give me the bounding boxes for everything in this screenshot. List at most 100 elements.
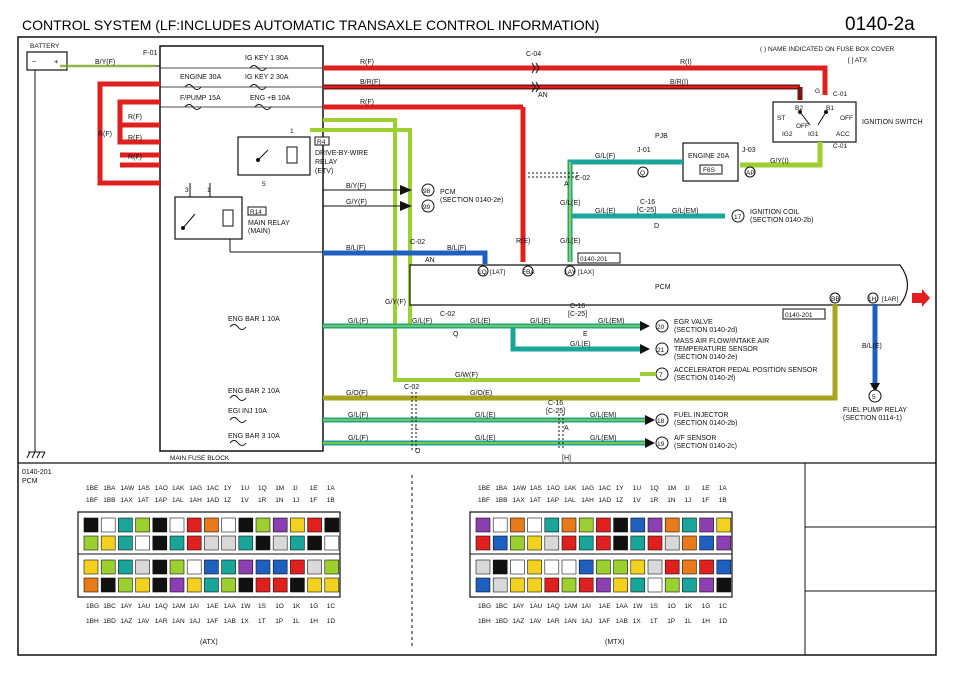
- svg-text:G/L(E): G/L(E): [475, 412, 496, 419]
- mtx-pin-label: 1AQ: [547, 603, 560, 610]
- svg-text:1: 1: [290, 128, 294, 135]
- atx-pin-label: 1AY: [120, 603, 132, 610]
- wire-goe: [323, 304, 838, 401]
- mtx-pin-cell: [613, 577, 628, 593]
- mtx-pin-cell: [527, 517, 542, 533]
- svg-text:[1AX]: [1AX]: [578, 269, 594, 276]
- atx-pin-cell: [307, 559, 322, 575]
- svg-text:(SECTION 0140-2e): (SECTION 0140-2e): [440, 197, 503, 204]
- svg-text:G/L(F): G/L(F): [412, 318, 432, 325]
- pin-20: [655, 319, 669, 333]
- atx-pin-cell: [204, 577, 219, 593]
- fuse-block-label: MAIN FUSE BLOCK: [170, 455, 230, 462]
- mtx-pin-label: 1E: [702, 485, 711, 492]
- svg-text:G/O(F): G/O(F): [346, 390, 368, 397]
- mtx-pin-cell: [578, 535, 594, 551]
- svg-text:TEMPERATURE SENSOR: TEMPERATURE SENSOR: [674, 346, 758, 353]
- svg-text:ENGINE 20A: ENGINE 20A: [688, 153, 730, 160]
- svg-text:G/L(E): G/L(E): [530, 318, 551, 325]
- wire-label-rf1: R(F): [360, 59, 374, 66]
- mtx-pin-label: 1U: [633, 485, 642, 492]
- mtx-pin-label: 1Z: [616, 497, 624, 504]
- svg-text:F6S: F6S: [703, 167, 716, 174]
- mtx-label: (MTX): [605, 639, 624, 646]
- atx-pin-cell: [238, 559, 254, 575]
- atx-pin-label: 1BF: [86, 497, 98, 504]
- mtx-pin-cell: [699, 517, 714, 533]
- mtx-pin-cell: [613, 559, 628, 575]
- mtx-pin-label: 1C: [719, 603, 728, 610]
- svg-text:B/L(F): B/L(F): [346, 245, 365, 252]
- mtx-pin-cell: [647, 559, 663, 575]
- svg-text:ENGINE 30A: ENGINE 30A: [180, 74, 222, 81]
- mtx-pin-cell: [613, 535, 628, 551]
- wire-label-re: R(E): [516, 238, 530, 245]
- svg-text:G/L(E): G/L(E): [470, 318, 491, 325]
- atx-label: (ATX): [200, 639, 218, 646]
- mtx-pin-cell: [492, 535, 508, 551]
- atx-pin-label: 1AN: [172, 618, 185, 625]
- mtx-pin-cell: [544, 559, 560, 575]
- green-wire-dbw: [310, 118, 640, 382]
- mtx-pin-label: 1AW: [512, 485, 527, 492]
- svg-text:G/L(F): G/L(F): [348, 412, 368, 419]
- mtx-pin-cell: [596, 517, 611, 533]
- svg-text:3: 3: [185, 187, 189, 194]
- atx-pin-cell: [135, 559, 150, 575]
- svg-text:L: L: [415, 425, 419, 432]
- svg-text:ACCELERATOR PEDAL POSITION SEN: ACCELERATOR PEDAL POSITION SENSOR: [674, 367, 817, 374]
- atx-pin-label: 1AT: [138, 497, 149, 504]
- mtx-pin-label: 1P: [667, 618, 675, 625]
- atx-pin-label: 1M: [275, 485, 284, 492]
- mtx-pin-cell: [527, 535, 542, 551]
- mtx-pin-label: 1B: [719, 497, 727, 504]
- atx-pin-label: 1AG: [189, 485, 202, 492]
- atx-pin-cell: [83, 559, 99, 575]
- svg-text:7: 7: [659, 372, 663, 379]
- pin-ap: [744, 166, 756, 178]
- wire-label-rf2: R(F): [360, 99, 374, 106]
- atx-pin-cell: [324, 577, 340, 593]
- atx-pin-label: 1I: [292, 485, 298, 492]
- atx-pin-cell: [272, 577, 288, 593]
- page-title: CONTROL SYSTEM (LF:INCLUDES AUTOMATIC TR…: [22, 17, 599, 33]
- mtx-pin-label: 1BF: [478, 497, 490, 504]
- atx-pin-label: 1BG: [86, 603, 99, 610]
- atx-pin-label: 1AE: [206, 603, 219, 610]
- atx-pin-label: 1BE: [86, 485, 99, 492]
- mtx-pin-cell: [492, 517, 508, 533]
- svg-text:E: E: [583, 331, 588, 338]
- svg-text:[C-25]: [C-25]: [546, 408, 565, 415]
- mtx-pin-cell: [475, 577, 491, 593]
- svg-text:F/PUMP 15A: F/PUMP 15A: [180, 95, 221, 102]
- dbw-relay-box: [237, 136, 311, 176]
- atx-pin-label: 1BB: [103, 497, 115, 504]
- atx-pin-cell: [255, 577, 271, 593]
- atx-pin-label: 1AQ: [155, 603, 168, 610]
- atx-pin-cell: [221, 577, 236, 593]
- svg-text:G/W(F): G/W(F): [455, 372, 478, 379]
- battery-plus: +: [54, 57, 59, 66]
- atx-pin-label: 1AD: [206, 497, 219, 504]
- diagram-frame: [17, 36, 937, 656]
- wire-label-an: AN: [538, 92, 548, 99]
- mtx-pin-cell: [699, 535, 714, 551]
- atx-pin-cell: [221, 535, 236, 551]
- atx-pin-label: 1G: [310, 603, 319, 610]
- mtx-pin-cell: [647, 517, 663, 533]
- mtx-pin-label: 1BC: [495, 603, 508, 610]
- atx-pin-label: 1B: [327, 497, 335, 504]
- mtx-pin-label: 1N: [667, 497, 676, 504]
- wire-label-rf-c: R(F): [128, 154, 142, 161]
- atx-pin-label: 1O: [275, 603, 284, 610]
- svg-text:G/Y(I): G/Y(I): [770, 158, 789, 165]
- svg-text:B1: B1: [826, 105, 834, 112]
- red-feeds-left: [97, 81, 160, 186]
- wire-label-rf-a: R(F): [128, 114, 142, 121]
- svg-text:20: 20: [657, 324, 665, 331]
- atx-pin-label: 1N: [275, 497, 284, 504]
- wire-label-br-f: B/R(F): [360, 79, 381, 86]
- atx-pin-cell: [255, 517, 271, 533]
- svg-text:G/L(E): G/L(E): [560, 238, 581, 245]
